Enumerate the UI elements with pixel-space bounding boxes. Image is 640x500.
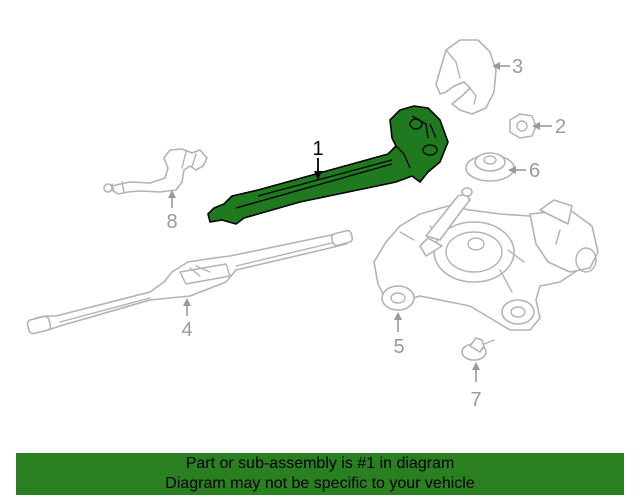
banner-line-1: Part or sub-assembly is #1 in diagram	[185, 455, 455, 472]
callout-label: 5	[393, 336, 404, 358]
callout-label: 7	[470, 389, 481, 411]
part-7-bolt[interactable]	[461, 337, 495, 361]
banner-line-2: Diagram may not be specific to your vehi…	[165, 475, 475, 492]
part-6-grommet[interactable]	[465, 152, 515, 182]
part-2-nut[interactable]	[509, 113, 537, 139]
callout-2: 2	[532, 116, 566, 138]
callout-label: 8	[166, 211, 177, 233]
parts-diagram: 1 2 3 4 5 6 7 8	[26, 39, 599, 411]
part-5-motor[interactable]	[373, 187, 599, 331]
callout-8: 8	[166, 190, 178, 233]
callout-7: 7	[470, 362, 482, 411]
callout-label: 6	[529, 160, 540, 182]
part-3-cover[interactable]	[435, 39, 497, 115]
part-4-blade[interactable]	[26, 229, 354, 335]
callout-3: 3	[492, 56, 523, 78]
callout-label: 2	[555, 116, 566, 138]
callout-5: 5	[393, 312, 405, 358]
callout-label: 1	[312, 138, 323, 160]
callout-1: 1	[312, 138, 324, 180]
callout-label: 4	[181, 319, 192, 341]
info-banner: Part or sub-assembly is #1 in diagram Di…	[16, 453, 624, 495]
part-1-wiper-arm[interactable]	[207, 105, 449, 225]
callout-4: 4	[181, 298, 193, 341]
callout-label: 3	[512, 56, 523, 78]
callout-6: 6	[508, 160, 540, 182]
part-8-hose[interactable]	[103, 148, 208, 195]
